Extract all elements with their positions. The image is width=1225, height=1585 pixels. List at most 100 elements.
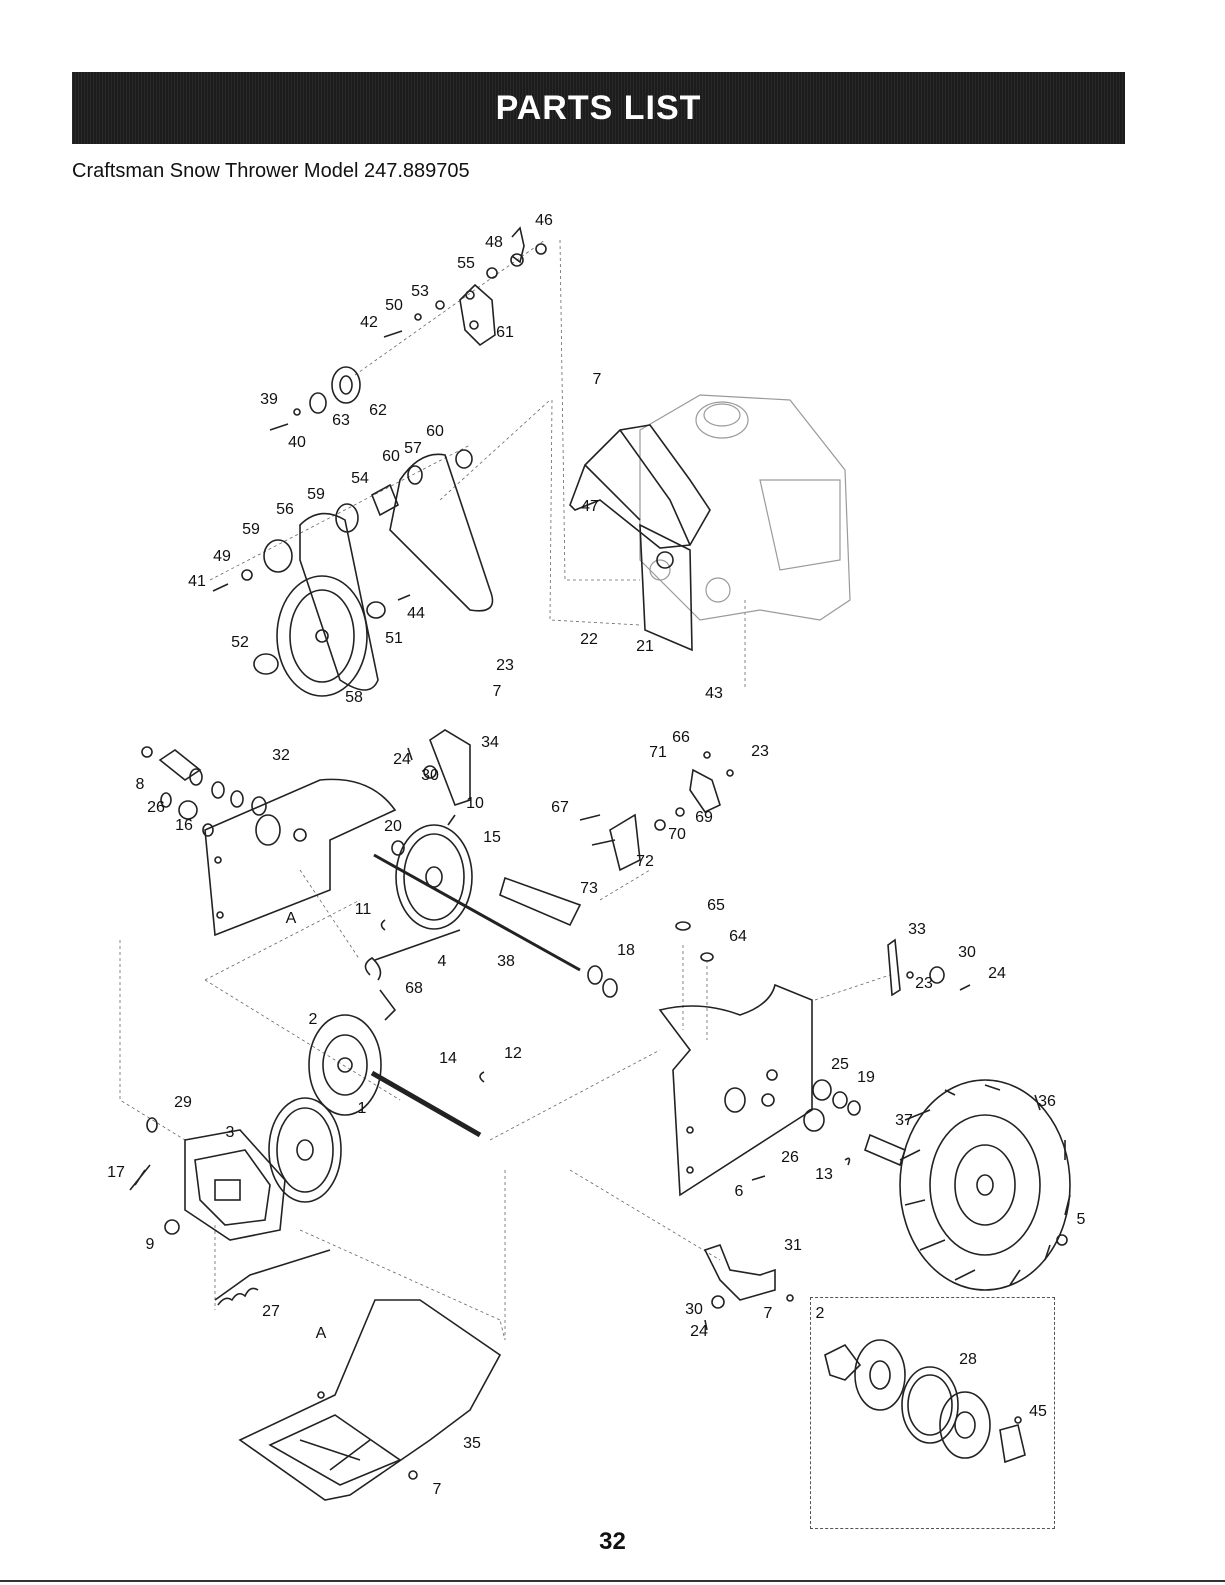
part-callout-33: 33 <box>908 921 926 938</box>
part-callout-23: 23 <box>751 743 769 760</box>
part-callout-37: 37 <box>895 1112 913 1129</box>
part-callout-24: 24 <box>690 1323 708 1340</box>
part-callout-34: 34 <box>481 734 499 751</box>
inset-detail-assembly <box>824 1339 1026 1464</box>
part-callout-20: 20 <box>384 818 402 835</box>
shift-linkage <box>308 929 461 1116</box>
part-callout-68: 68 <box>405 980 423 997</box>
part-callout-21: 21 <box>636 638 654 655</box>
shift-bracket <box>579 751 734 872</box>
part-callout-19: 19 <box>857 1069 875 1086</box>
part-callout-23: 23 <box>496 657 514 674</box>
part-callout-66: 66 <box>672 729 690 746</box>
part-callout-56: 56 <box>276 501 294 518</box>
part-callout-7: 7 <box>763 1305 773 1322</box>
part-callout-38: 38 <box>497 953 515 970</box>
belt-cover <box>569 424 711 549</box>
part-callout-59: 59 <box>242 521 260 538</box>
part-callout-39: 39 <box>260 391 278 408</box>
drive-gear <box>373 814 618 998</box>
spacer-shaft-group <box>141 746 267 837</box>
inset-detail-box <box>810 1297 1055 1529</box>
part-callout-60: 60 <box>382 448 400 465</box>
part-callout-13: 13 <box>815 1166 833 1183</box>
parts-list-banner: PARTS LIST <box>72 72 1125 144</box>
part-callout-25: 25 <box>831 1056 849 1073</box>
part-callout-8: 8 <box>135 776 145 793</box>
part-callout-30: 30 <box>421 767 439 784</box>
part-callout-6: 6 <box>734 1183 744 1200</box>
part-callout-70: 70 <box>668 826 686 843</box>
part-callout-14: 14 <box>439 1050 457 1067</box>
part-callout-A: A <box>315 1325 327 1342</box>
part-callout-22: 22 <box>580 631 598 648</box>
part-callout-28: 28 <box>959 1351 977 1368</box>
part-callout-57: 57 <box>404 440 422 457</box>
part-callout-71: 71 <box>649 744 667 761</box>
part-callout-31: 31 <box>784 1237 802 1254</box>
part-callout-24: 24 <box>393 751 411 768</box>
part-callout-10: 10 <box>466 795 484 812</box>
right-side-frame <box>658 921 813 1197</box>
part-callout-18: 18 <box>617 942 635 959</box>
part-callout-44: 44 <box>407 605 425 622</box>
part-callout-A: A <box>285 910 297 927</box>
part-callout-23: 23 <box>915 975 933 992</box>
bottom-rule <box>0 1580 1225 1582</box>
part-callout-2: 2 <box>308 1011 318 1028</box>
part-callout-62: 62 <box>369 402 387 419</box>
part-callout-32: 32 <box>272 747 290 764</box>
part-callout-48: 48 <box>485 234 503 251</box>
part-callout-40: 40 <box>288 434 306 451</box>
alignment-lines <box>119 239 891 1341</box>
part-callout-55: 55 <box>457 255 475 272</box>
part-callout-7: 7 <box>492 683 502 700</box>
part-callout-52: 52 <box>231 634 249 651</box>
idler-bracket-stack <box>269 226 547 431</box>
bottom-cover-plate <box>238 1299 502 1501</box>
part-callout-54: 54 <box>351 470 369 487</box>
part-callout-11: 11 <box>354 901 372 918</box>
part-callout-73: 73 <box>580 880 598 897</box>
part-callout-26: 26 <box>781 1149 799 1166</box>
part-callout-50: 50 <box>385 297 403 314</box>
part-callout-45: 45 <box>1029 1403 1047 1420</box>
part-callout-59: 59 <box>307 486 325 503</box>
part-callout-63: 63 <box>332 412 350 429</box>
part-callout-72: 72 <box>636 853 654 870</box>
engine-plate <box>639 523 693 652</box>
part-callout-24: 24 <box>988 965 1006 982</box>
banner-title: PARTS LIST <box>495 88 702 127</box>
part-callout-16: 16 <box>175 817 193 834</box>
part-callout-47: 47 <box>581 498 599 515</box>
part-callout-26: 26 <box>147 799 165 816</box>
part-callout-15: 15 <box>483 829 501 846</box>
part-callout-30: 30 <box>958 944 976 961</box>
engine <box>639 394 851 621</box>
part-callout-3: 3 <box>225 1124 235 1141</box>
part-callout-36: 36 <box>1038 1093 1056 1110</box>
drive-wheel <box>751 1079 1071 1291</box>
part-callout-17: 17 <box>107 1164 125 1181</box>
part-callout-51: 51 <box>385 630 403 647</box>
part-callout-65: 65 <box>707 897 725 914</box>
part-callout-30: 30 <box>685 1301 703 1318</box>
part-callout-29: 29 <box>174 1094 192 1111</box>
part-callout-46: 46 <box>535 212 553 229</box>
part-callout-41: 41 <box>188 573 206 590</box>
part-callout-7: 7 <box>432 1481 442 1498</box>
part-callout-60: 60 <box>426 423 444 440</box>
part-callout-53: 53 <box>411 283 429 300</box>
part-callout-43: 43 <box>705 685 723 702</box>
part-callout-7: 7 <box>592 371 602 388</box>
part-callout-49: 49 <box>213 548 231 565</box>
friction-plate-bracket <box>129 1117 331 1306</box>
part-callout-9: 9 <box>145 1236 155 1253</box>
left-side-frame <box>204 729 471 937</box>
part-callout-1: 1 <box>357 1100 367 1117</box>
part-callout-69: 69 <box>695 809 713 826</box>
part-callout-58: 58 <box>345 689 363 706</box>
chute-bracket <box>887 938 971 997</box>
part-callout-64: 64 <box>729 928 747 945</box>
shift-lever-bracket <box>703 1244 794 1331</box>
